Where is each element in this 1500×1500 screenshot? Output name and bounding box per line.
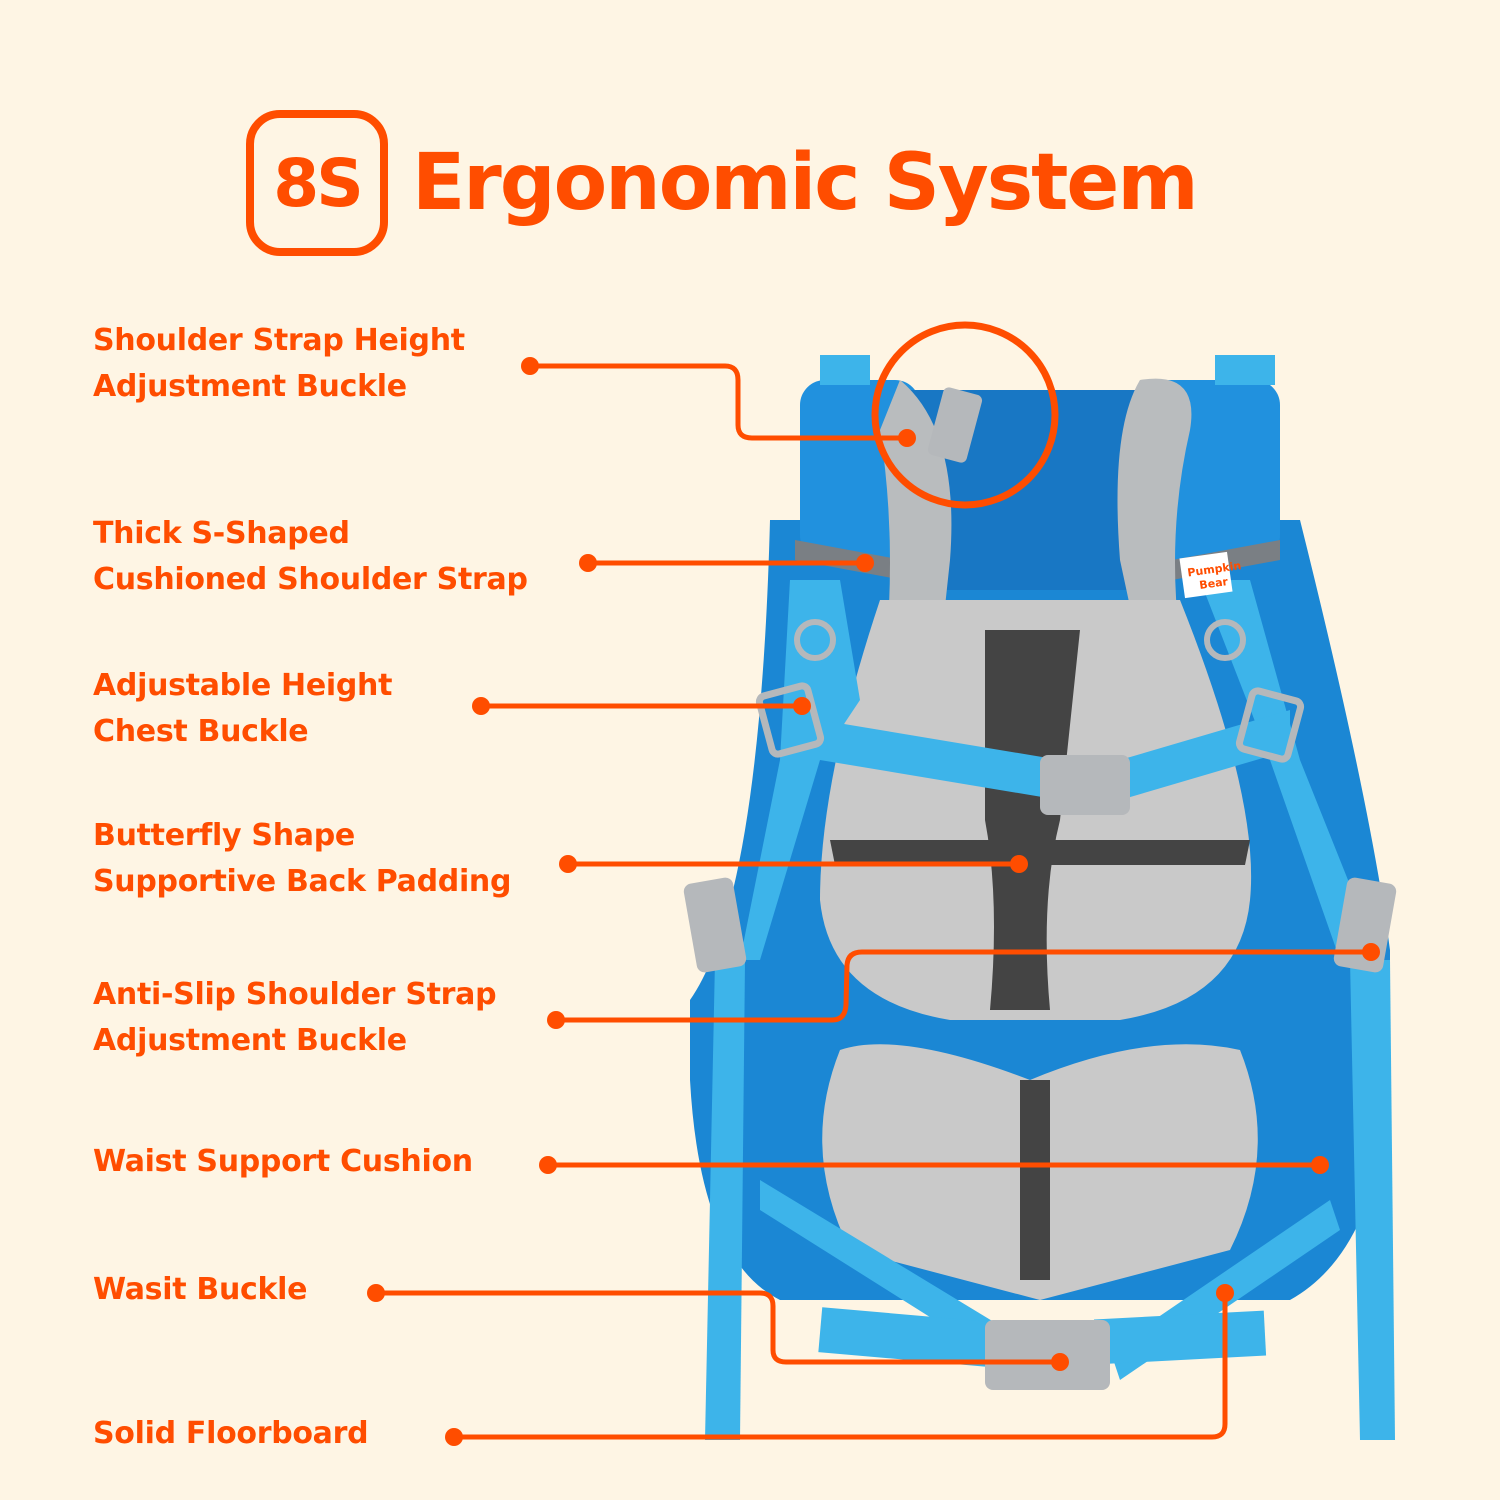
- brand-tag: Pumpkin Bear: [1179, 551, 1242, 599]
- callout-label-line: Shoulder Strap Height: [93, 323, 465, 358]
- callout-dot: [559, 855, 577, 873]
- callout-dot: [579, 554, 597, 572]
- callout-dot: [1216, 1284, 1234, 1302]
- callout-dot: [898, 429, 916, 447]
- callout-line: [373, 1290, 1063, 1365]
- page-title: Ergonomic System: [412, 138, 1199, 228]
- callout-dot: [521, 357, 539, 375]
- callout-label-line: Adjustment Buckle: [93, 1023, 407, 1058]
- callout-connectors: [373, 363, 1374, 1440]
- callout-dot: [445, 1428, 463, 1446]
- callout-dot: [539, 1156, 557, 1174]
- buckles: [683, 387, 1397, 1390]
- callout-label-line: Waist Support Cushion: [93, 1144, 473, 1179]
- callout-label-line: Supportive Back Padding: [93, 864, 512, 899]
- callout-label-line: Adjustable Height: [93, 668, 393, 703]
- callout-label-line: Anti-Slip Shoulder Strap: [93, 977, 497, 1012]
- callout-label-line: Solid Floorboard: [93, 1416, 369, 1451]
- callout-label: Waist Support Cushion: [93, 1139, 473, 1185]
- callout-label: Wasit Buckle: [93, 1267, 307, 1313]
- callout-label-line: Wasit Buckle: [93, 1272, 308, 1307]
- callout-label-line: Adjustment Buckle: [93, 369, 407, 404]
- callout-label-line: Thick S-Shaped: [93, 516, 350, 551]
- callout-dot: [1362, 943, 1380, 961]
- callout-label: Solid Floorboard: [93, 1411, 369, 1457]
- callout-label-line: Butterfly Shape: [93, 818, 355, 853]
- callout-dot: [856, 554, 874, 572]
- callout-dot: [793, 697, 811, 715]
- zoom-highlight-circle: [871, 321, 1059, 509]
- back-padding-upper: [820, 600, 1252, 1020]
- callout-label-line: Cushioned Shoulder Strap: [93, 562, 528, 597]
- 8s-badge: 8S: [246, 110, 388, 256]
- callout-dots: [367, 357, 1380, 1446]
- callout-dot: [547, 1011, 565, 1029]
- waist-cushion: [822, 1044, 1258, 1300]
- callout-label-line: Chest Buckle: [93, 714, 309, 749]
- header: 8S Ergonomic System: [246, 108, 1199, 258]
- brand-tag-line2: Bear: [1198, 575, 1229, 592]
- callout-line: [553, 949, 1374, 1023]
- callout-line: [451, 1290, 1228, 1440]
- callout-dot: [472, 697, 490, 715]
- callout-dot: [1051, 1353, 1069, 1371]
- callout-dot: [1311, 1156, 1329, 1174]
- callout-dot: [367, 1284, 385, 1302]
- callout-line: [527, 363, 910, 441]
- callout-dot: [1010, 855, 1028, 873]
